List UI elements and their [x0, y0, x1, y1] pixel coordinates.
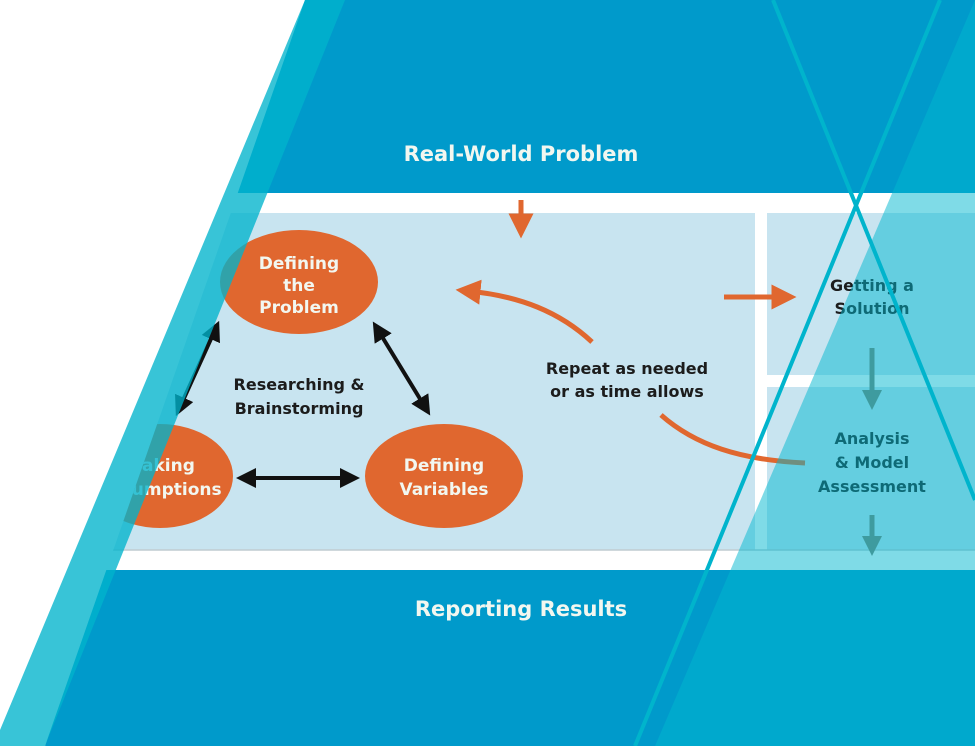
accent-line — [633, 0, 942, 746]
svg-text:the: the — [283, 276, 315, 296]
accent-line — [771, 0, 975, 501]
svg-text:Defining: Defining — [259, 254, 339, 274]
loop-label: Repeat as needed — [546, 359, 708, 378]
right-accent-panel — [655, 0, 975, 746]
loop-arrow-icon — [455, 279, 594, 344]
svg-text:Defining: Defining — [404, 456, 484, 476]
loop-label: or as time allows — [550, 382, 704, 401]
center-label: Brainstorming — [235, 399, 364, 418]
top-gap — [45, 193, 975, 213]
svg-text:Variables: Variables — [399, 480, 488, 500]
reporting-results-label: Reporting Results — [415, 597, 627, 621]
double-arrow-icon — [372, 321, 431, 416]
center-label: Researching & — [234, 375, 365, 394]
svg-text:Problem: Problem — [259, 298, 339, 318]
node-defining-problem: Defining the Problem — [220, 230, 378, 334]
left-accent-stripe — [0, 0, 345, 746]
real-world-problem-label: Real-World Problem — [404, 142, 639, 166]
node-defining-variables: Defining Variables — [365, 424, 523, 528]
